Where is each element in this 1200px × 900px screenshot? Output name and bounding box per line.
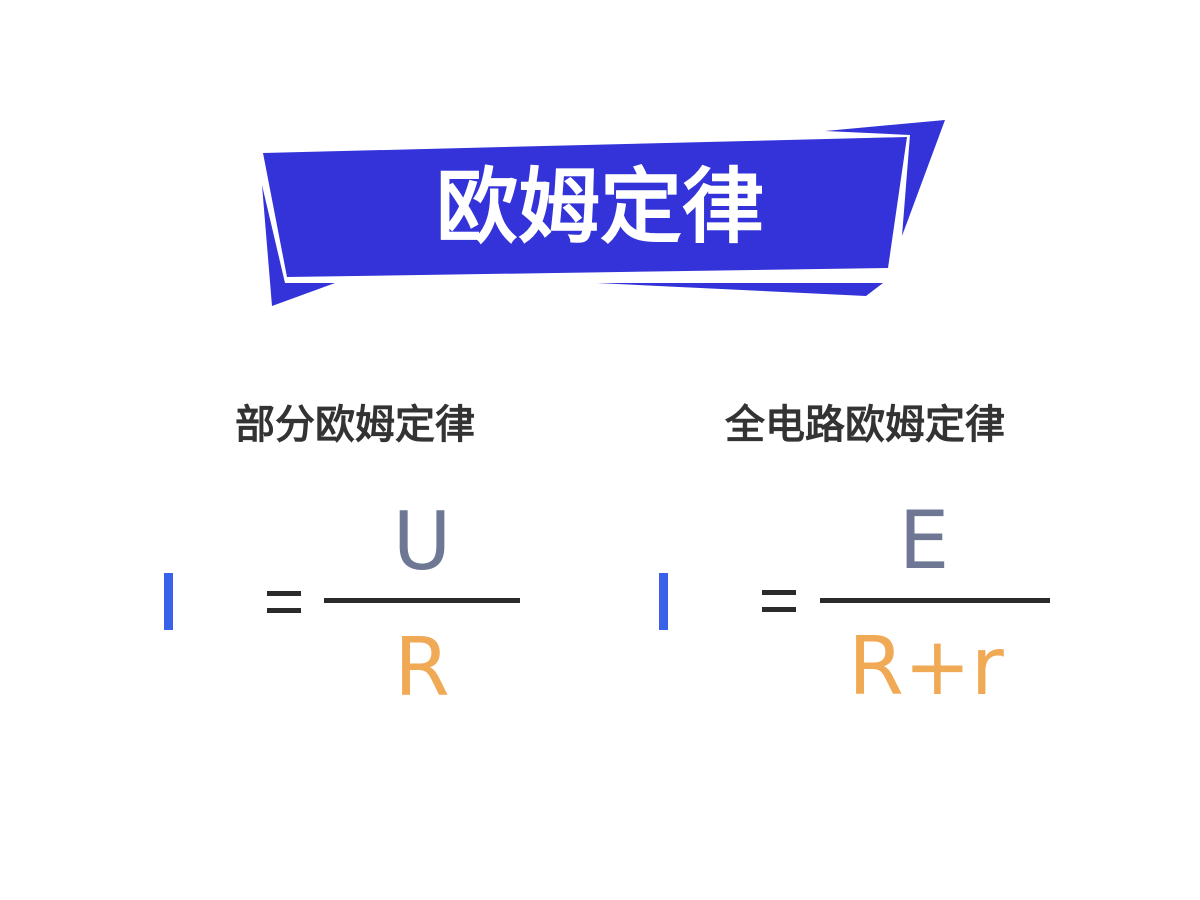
fraction-bar xyxy=(820,598,1050,603)
numerator-voltage: U xyxy=(392,495,452,588)
numerator-emf: E xyxy=(898,494,950,587)
banner-main-shape xyxy=(263,137,907,277)
fraction-bar xyxy=(324,598,520,603)
banner-shard-bottom-right xyxy=(597,283,883,296)
heading-full-circuit-ohms-law: 全电路欧姆定律 xyxy=(725,402,1005,448)
banner-shard-bottom-left xyxy=(262,185,335,306)
denominator-total-resistance: R+r xyxy=(848,620,1004,713)
heading-partial-ohms-law: 部分欧姆定律 xyxy=(235,402,475,448)
equals-sign xyxy=(762,590,796,612)
current-symbol-i xyxy=(659,573,668,630)
banner-shard-top-right xyxy=(825,120,945,236)
denominator-resistance: R xyxy=(394,621,450,714)
equals-sign xyxy=(267,591,301,613)
page-title: 欧姆定律 xyxy=(435,160,764,255)
current-symbol-i xyxy=(164,573,173,630)
